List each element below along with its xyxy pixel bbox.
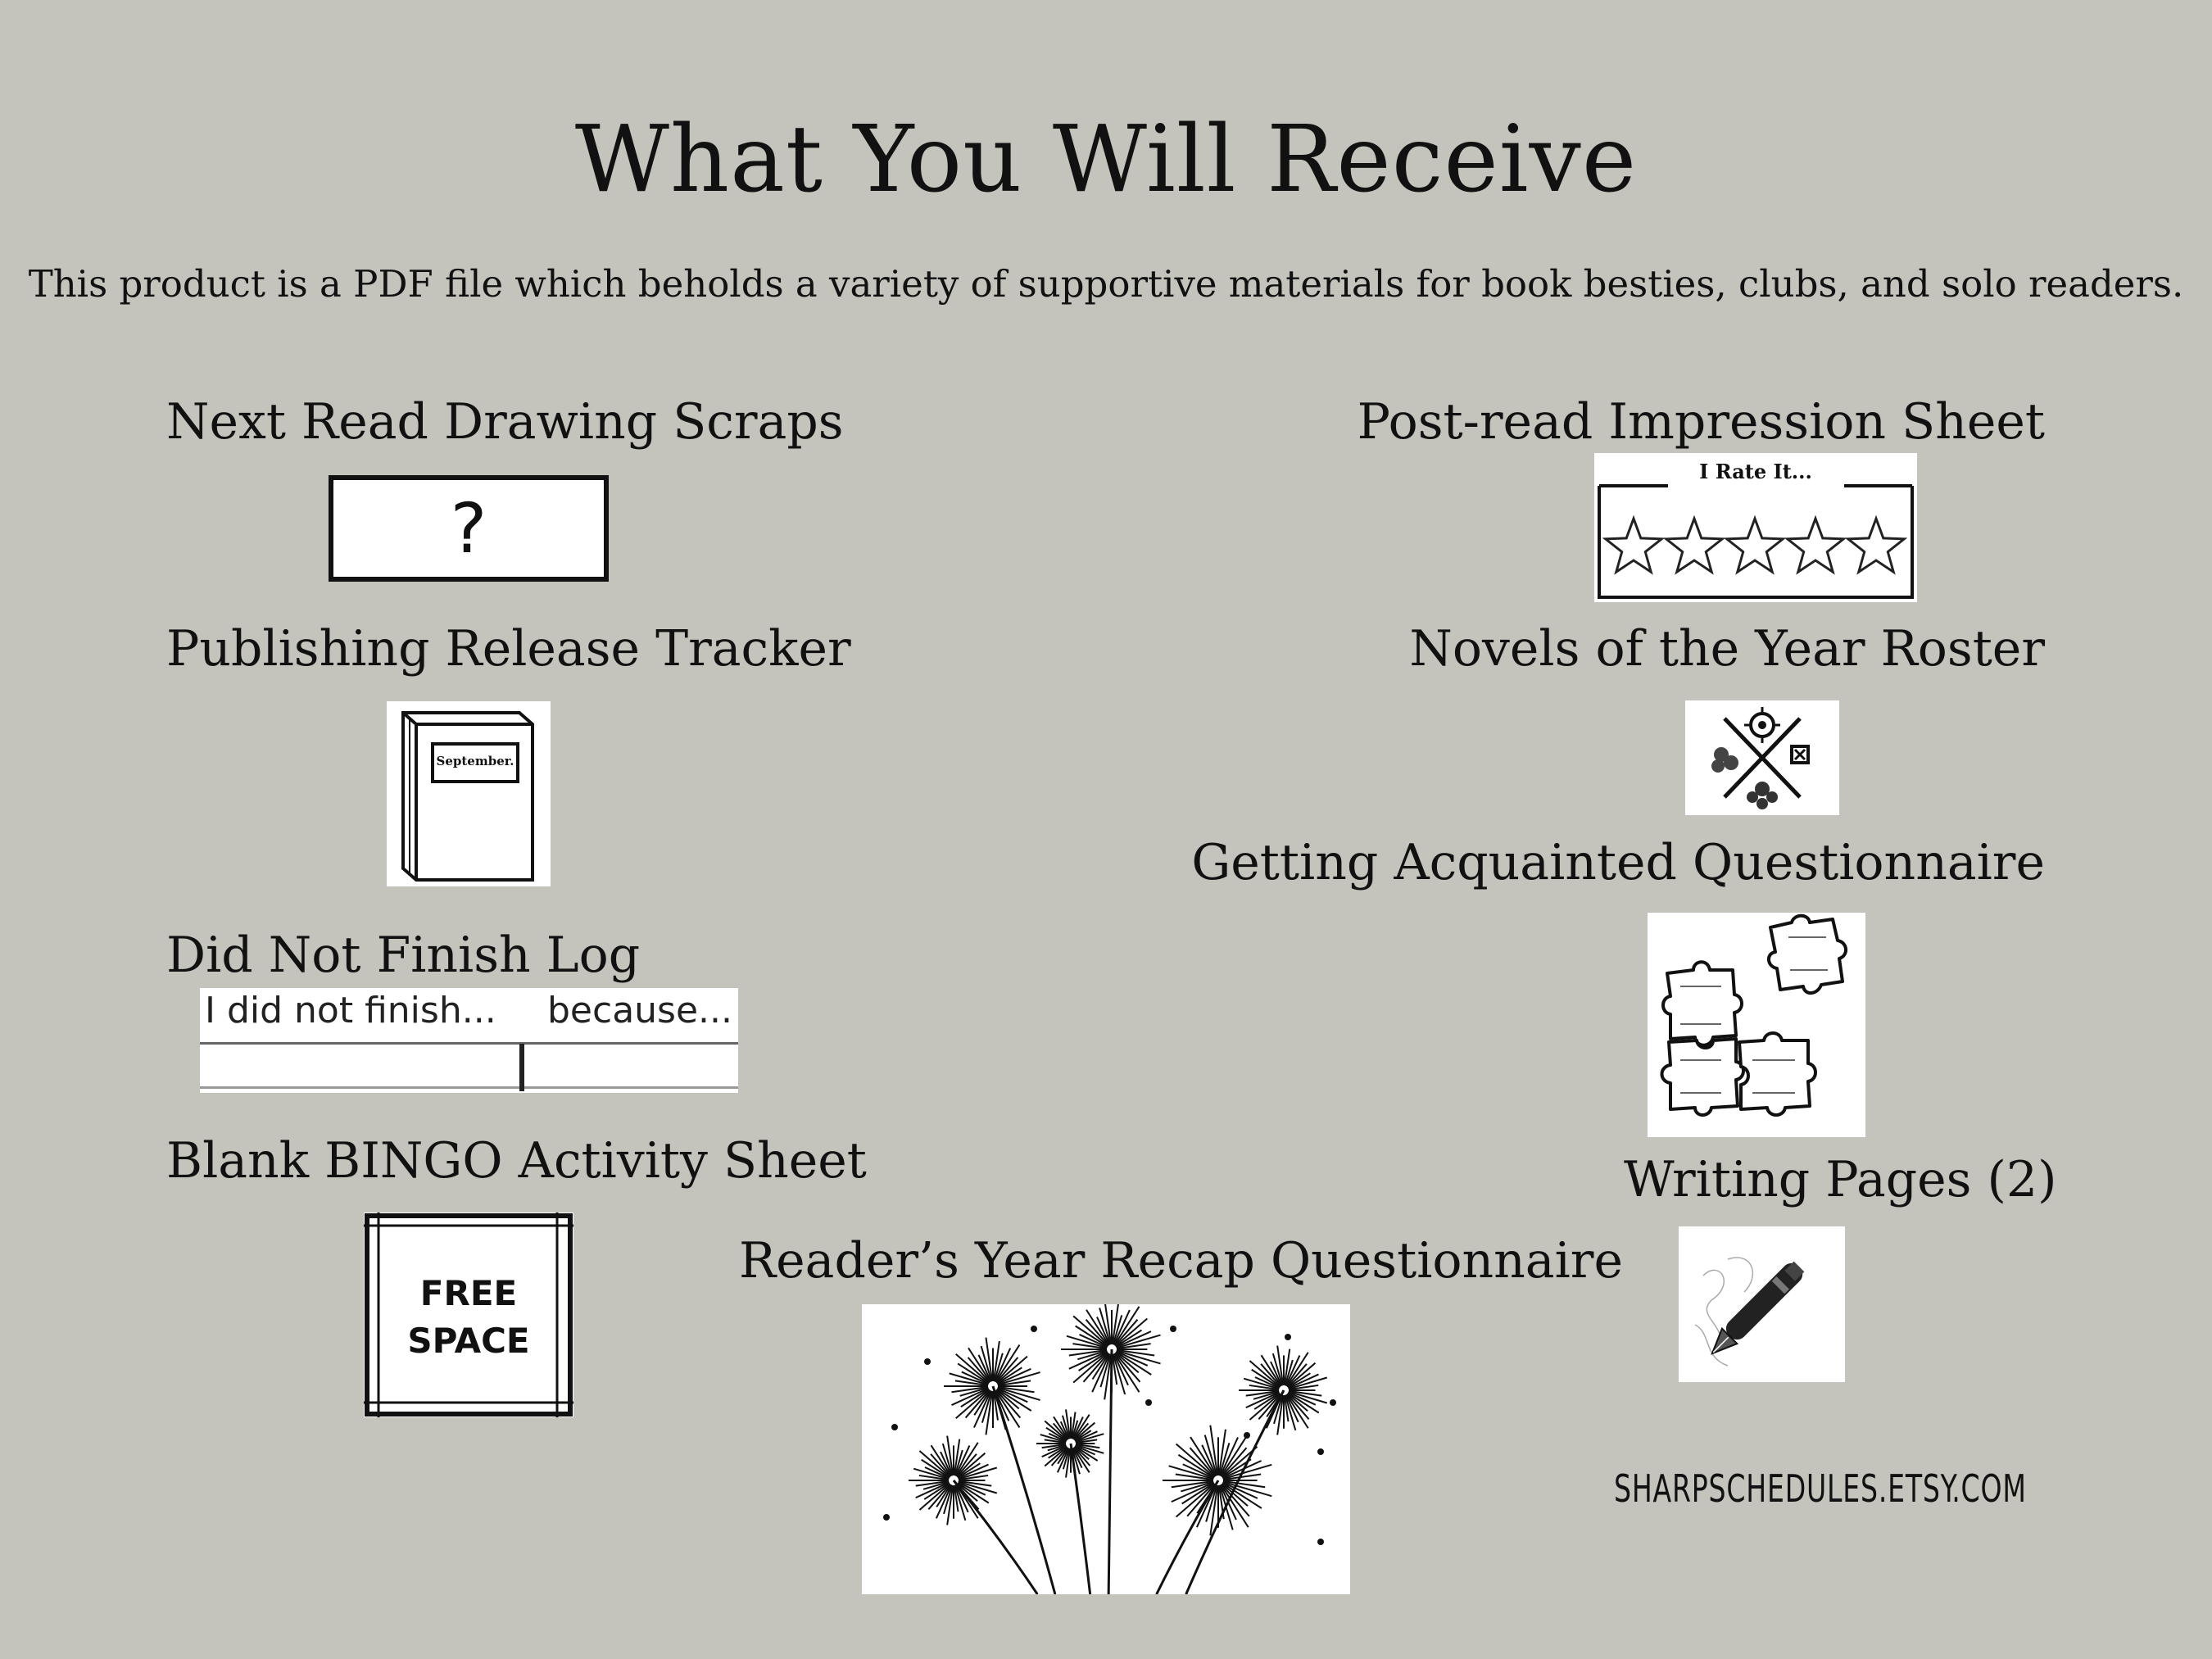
label-getting-acquainted-questionnaire: Getting Acquainted Questionnaire xyxy=(1191,834,2045,891)
dnf-table-icon: I did not finish... because... xyxy=(200,988,738,1093)
spark-dot xyxy=(1317,1539,1324,1545)
label-readers-year-recap-questionnaire: Reader’s Year Recap Questionnaire xyxy=(739,1232,1623,1290)
book-caption: September. xyxy=(436,754,514,768)
free-space-line-1: FREE xyxy=(419,1273,518,1313)
page-subtitle: This product is a PDF file which beholds… xyxy=(28,262,2184,306)
label-blank-bingo-activity-sheet: Blank BINGO Activity Sheet xyxy=(166,1132,867,1190)
dnf-table-divider xyxy=(519,1044,524,1091)
label-next-read-drawing-scraps: Next Read Drawing Scraps xyxy=(166,393,844,451)
question-mark: ? xyxy=(450,488,487,569)
firework-burst xyxy=(1185,1345,1328,1594)
spark-dot xyxy=(891,1424,898,1430)
star-outline xyxy=(1662,514,1726,575)
star-outline xyxy=(1784,514,1847,575)
firework-burst xyxy=(909,1435,1039,1594)
fountain-pen-icon xyxy=(1679,1226,1845,1382)
dnf-column-1: I did not finish... xyxy=(205,990,496,1031)
free-space-line-2: SPACE xyxy=(407,1321,530,1361)
star-outline xyxy=(1723,514,1787,575)
shop-url: SHARPSCHEDULES.ETSY.COM xyxy=(1614,1466,2027,1511)
label-did-not-finish-log: Did Not Finish Log xyxy=(166,927,641,984)
page-title: What You Will Receive xyxy=(574,107,1638,213)
firework-burst xyxy=(944,1337,1057,1594)
label-publishing-release-tracker: Publishing Release Tracker xyxy=(166,620,851,678)
dnf-table-rule xyxy=(200,1042,738,1045)
label-writing-pages: Writing Pages (2) xyxy=(1624,1151,2057,1208)
spark-dot xyxy=(924,1358,931,1365)
free-space-icon: FREE SPACE xyxy=(364,1213,573,1417)
spark-dot xyxy=(1031,1326,1037,1332)
dnf-column-2: because... xyxy=(547,990,732,1031)
label-post-read-impression-sheet: Post-read Impression Sheet xyxy=(1357,393,2045,451)
book-icon: September. xyxy=(387,701,551,886)
spark-dot xyxy=(1145,1399,1152,1406)
dnf-table-rule xyxy=(200,1086,738,1089)
spark-dot xyxy=(1244,1432,1250,1439)
star-outline xyxy=(1844,514,1908,575)
star-rating-icon: I Rate It... xyxy=(1594,453,1917,602)
spark-dot xyxy=(1317,1448,1324,1455)
flower-quadrant-icon xyxy=(1685,700,1839,815)
firework-burst xyxy=(1061,1304,1161,1594)
question-mark-box-icon: ? xyxy=(329,475,609,582)
spark-dot xyxy=(1170,1326,1176,1332)
spark-dot xyxy=(883,1514,890,1521)
fireworks-icon xyxy=(862,1304,1350,1594)
star-outline xyxy=(1602,514,1666,575)
firework-burst xyxy=(1155,1425,1272,1594)
firework-burst xyxy=(1036,1409,1104,1594)
label-novels-of-the-year-roster: Novels of the Year Roster xyxy=(1409,620,2045,678)
spark-dot xyxy=(1330,1399,1336,1406)
star-rating-caption: I Rate It... xyxy=(1699,460,1812,483)
puzzle-pieces-icon xyxy=(1648,913,1865,1137)
spark-dot xyxy=(1285,1334,1291,1340)
